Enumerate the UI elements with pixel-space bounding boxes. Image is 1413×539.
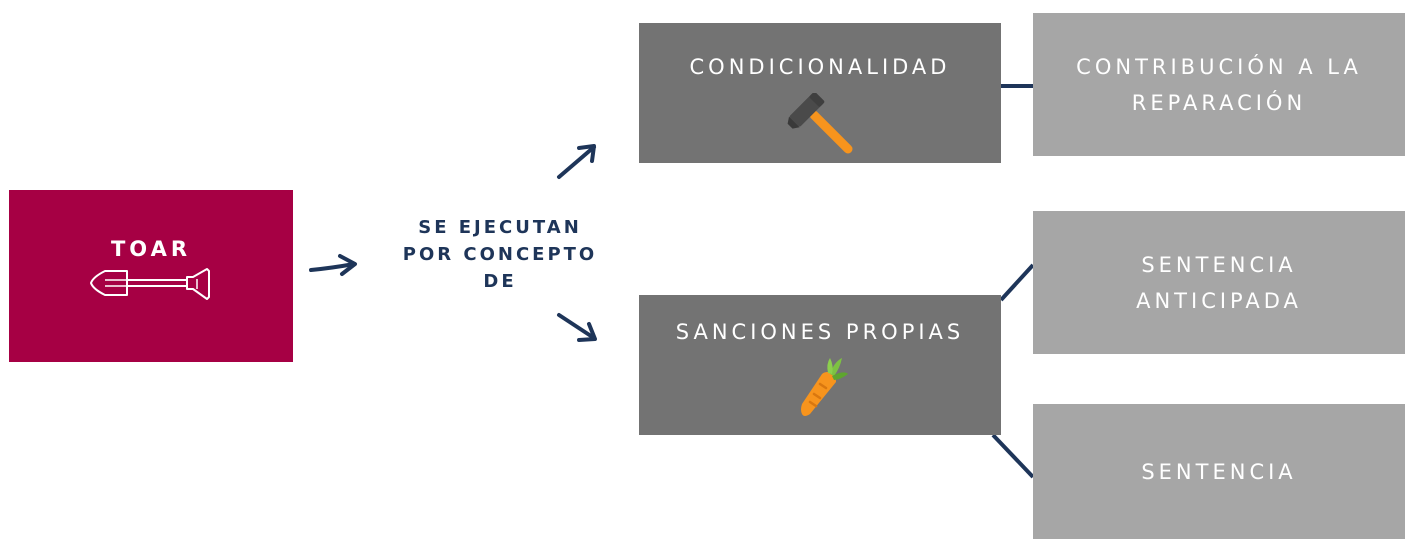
contribucion-line-2: REPARACIÓN — [1131, 90, 1307, 115]
sentencia-label: SENTENCIA — [1141, 459, 1297, 484]
middle-line-1: SE EJECUTAN — [418, 217, 582, 238]
contribucion-reparacion-box: CONTRIBUCIÓN A LA REPARACIÓN — [1033, 13, 1405, 156]
middle-line-2: POR CONCEPTO — [402, 244, 598, 265]
sentencia-anticipada-box: SENTENCIA ANTICIPADA — [1033, 211, 1405, 354]
toar-box: TOAR — [9, 190, 293, 362]
anticipada-line-2: ANTICIPADA — [1136, 288, 1302, 313]
arrow-toar-to-text — [309, 262, 356, 272]
sanciones-label: SANCIONES PROPIAS — [675, 320, 965, 344]
sanciones-propias-box: SANCIONES PROPIAS — [639, 295, 1001, 435]
middle-line-3: DE — [483, 271, 517, 292]
arrow-to-condicionalidad — [557, 145, 596, 179]
condicionalidad-box: CONDICIONALIDAD — [639, 23, 1001, 163]
condicionalidad-label: CONDICIONALIDAD — [689, 55, 951, 79]
arrow-to-sanciones — [557, 313, 596, 340]
carrot-icon — [790, 356, 850, 423]
hammer-icon — [784, 92, 856, 160]
sentencia-box: SENTENCIA — [1033, 404, 1405, 539]
connector-anticipada — [999, 263, 1035, 302]
anticipada-line-1: SENTENCIA — [1141, 252, 1297, 277]
middle-label: SE EJECUTAN POR CONCEPTO DE — [370, 214, 630, 295]
contribucion-line-1: CONTRIBUCIÓN A LA — [1076, 54, 1362, 79]
toar-label: TOAR — [110, 236, 192, 261]
shovel-icon — [89, 267, 213, 308]
connector-sentencia — [991, 433, 1035, 479]
